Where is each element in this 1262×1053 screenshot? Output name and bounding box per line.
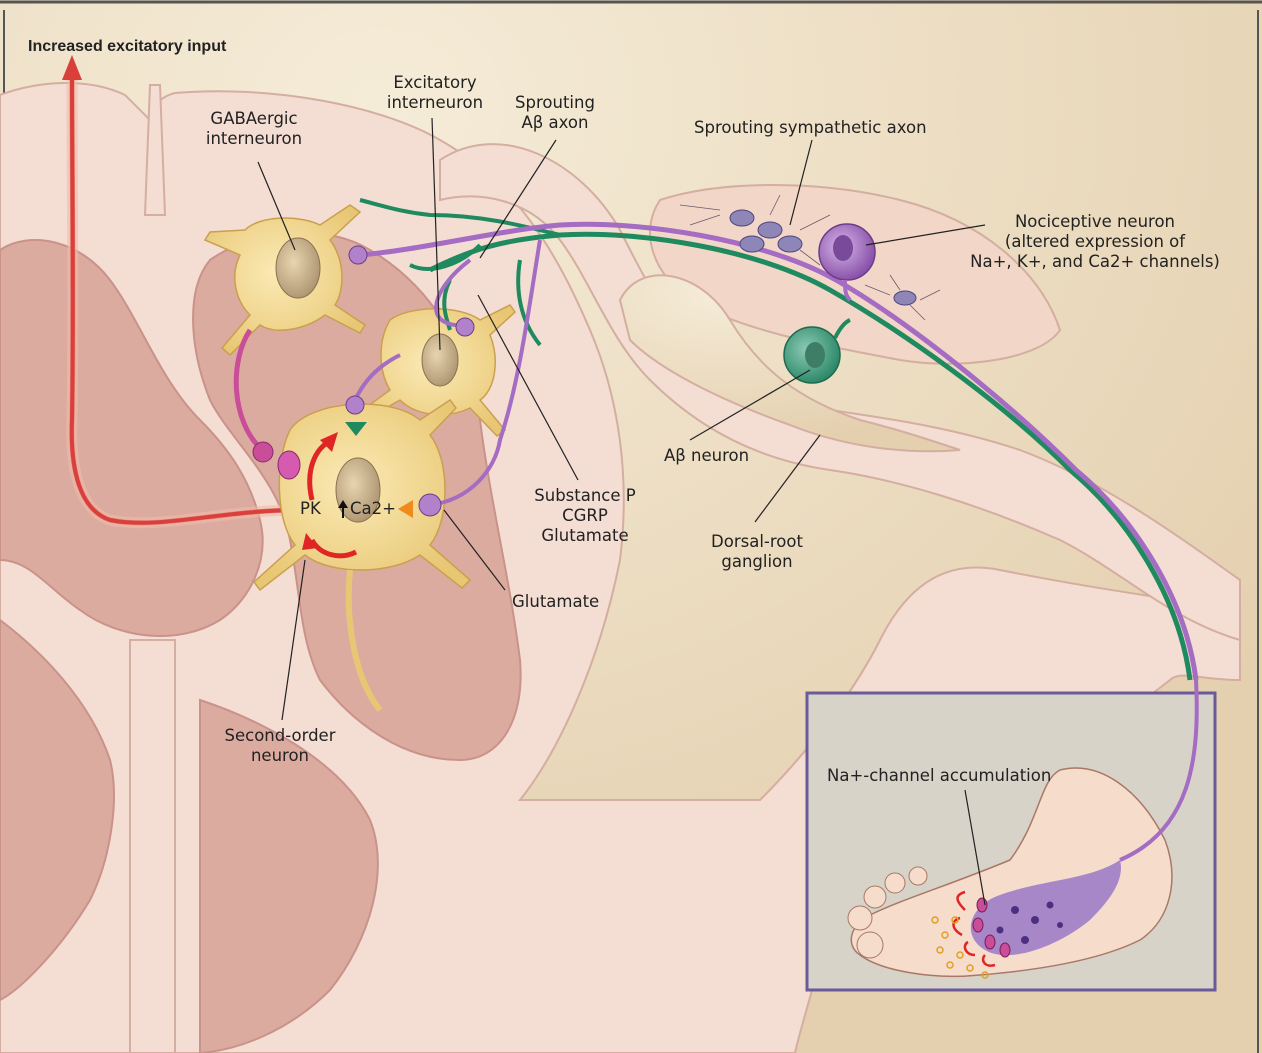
- label-pk: PK: [300, 499, 321, 519]
- figure-title: Increased excitatory input: [28, 37, 226, 57]
- label-abeta-neuron: Aβ neuron: [664, 446, 749, 466]
- label-na-channel-accumulation: Na+-channel accumulation: [827, 766, 1051, 786]
- label-glutamate: Glutamate: [512, 592, 599, 612]
- label-nociceptive-neuron: Nociceptive neuron (altered expression o…: [955, 212, 1235, 272]
- label-calcium: Ca2+: [350, 499, 396, 519]
- label-neurotransmitters: Substance P CGRP Glutamate: [530, 486, 640, 546]
- central-column: [130, 640, 175, 1053]
- label-sprouting-sympathetic-axon: Sprouting sympathetic axon: [694, 118, 927, 138]
